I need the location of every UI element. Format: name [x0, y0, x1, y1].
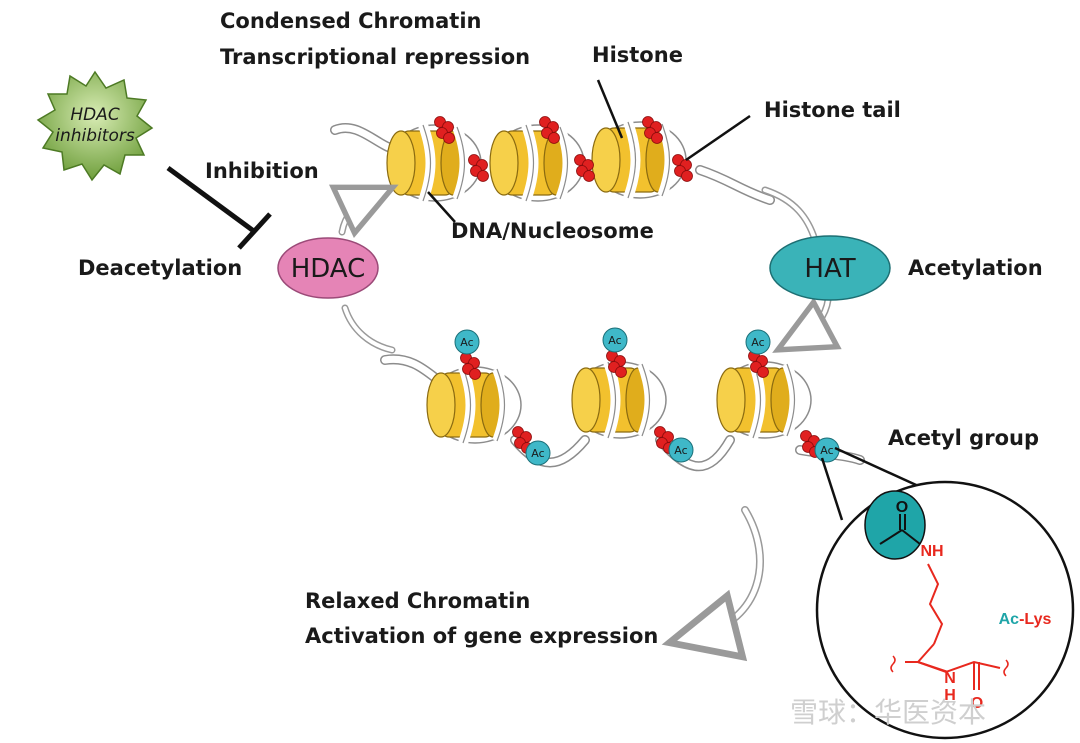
histone-tail-label: Histone tail — [764, 98, 901, 122]
acetyl-tag: Ac — [454, 329, 480, 355]
nucleosome-top-2 — [490, 125, 584, 201]
arrow-to-top-left — [338, 194, 374, 236]
histone-label: Histone — [592, 43, 683, 67]
svg-text:inhibitors: inhibitors — [55, 126, 135, 146]
acetyl-tag: Ac — [602, 327, 628, 353]
acetyl-tag: Ac — [814, 437, 840, 463]
svg-text:Ac: Ac — [531, 447, 544, 460]
nucleosome-top-1 — [387, 125, 481, 201]
svg-text:O: O — [896, 499, 908, 516]
svg-text:NH: NH — [920, 543, 943, 560]
histone-tail-pointer — [685, 114, 751, 162]
svg-text:HDAC: HDAC — [70, 105, 120, 125]
hdac-label: HDAC — [291, 254, 366, 284]
starburst-shape — [36, 70, 154, 182]
svg-text:N: N — [944, 670, 956, 687]
hat-label: HAT — [804, 254, 855, 284]
acetyl-tag: Ac — [668, 437, 694, 463]
inhibition-label: Inhibition — [205, 159, 319, 183]
top-title-1: Condensed Chromatin — [220, 9, 482, 33]
ac-lys-label: Ac-Lys — [999, 611, 1052, 628]
arrow-from-bottom-left — [341, 304, 396, 354]
arrow-to-bottom-right — [796, 296, 832, 342]
relaxed-chromatin: Ac Ac Ac Ac Ac Ac — [380, 327, 865, 472]
svg-text:Ac: Ac — [608, 334, 621, 347]
histone-pointer — [596, 79, 624, 139]
cycle-arrows — [329, 184, 842, 662]
svg-text:Ac: Ac — [674, 444, 687, 457]
dna-nucleosome-label: DNA/Nucleosome — [451, 219, 654, 243]
svg-text:Ac: Ac — [820, 444, 833, 457]
acetyl-tag: Ac — [525, 440, 551, 466]
hat-enzyme: HAT — [769, 235, 891, 301]
arrow-to-relaxed-text — [696, 506, 764, 639]
hdac-enzyme: HDAC — [277, 237, 379, 299]
hdac-inhibitors-burst: HDAC inhibitors — [36, 70, 154, 182]
svg-text:Ac: Ac — [460, 336, 473, 349]
bottom-title-2: Activation of gene expression — [305, 624, 658, 648]
bottom-title-1: Relaxed Chromatin — [305, 589, 530, 613]
nucleosome-top-3 — [592, 122, 686, 198]
acetyl-group-label: Acetyl group — [888, 426, 1039, 450]
acetyl-highlight — [864, 490, 926, 560]
inhibition-bar — [166, 165, 272, 250]
dna-pointer — [427, 191, 456, 223]
svg-text:H: H — [944, 687, 956, 704]
svg-text:O: O — [971, 695, 983, 712]
svg-text:Ac: Ac — [751, 336, 764, 349]
acetyl-lysine-zoom: O NH N H O Ac-Lys — [815, 446, 1075, 740]
deacetylation-label: Deacetylation — [78, 256, 242, 280]
top-title-2: Transcriptional repression — [220, 45, 530, 69]
acetyl-tag: Ac — [745, 329, 771, 355]
condensed-chromatin — [330, 116, 775, 202]
watermark: 雪球：华医资本 — [790, 696, 986, 729]
acetylation-label: Acetylation — [908, 256, 1043, 280]
